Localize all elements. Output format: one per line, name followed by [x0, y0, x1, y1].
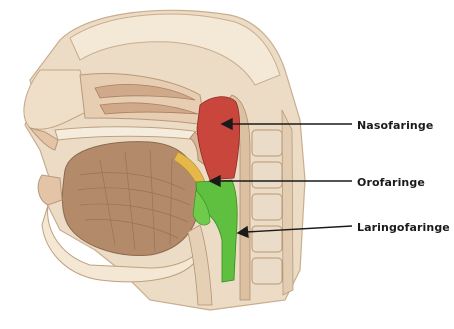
lower-lip [38, 175, 62, 205]
spine-back [282, 110, 293, 295]
cervical-spine [252, 130, 282, 284]
label-nasopharynx: Nasofaringe [357, 119, 433, 132]
label-oropharynx: Orofaringe [357, 176, 425, 189]
label-laryngopharynx: Laringofaringe [357, 221, 450, 234]
